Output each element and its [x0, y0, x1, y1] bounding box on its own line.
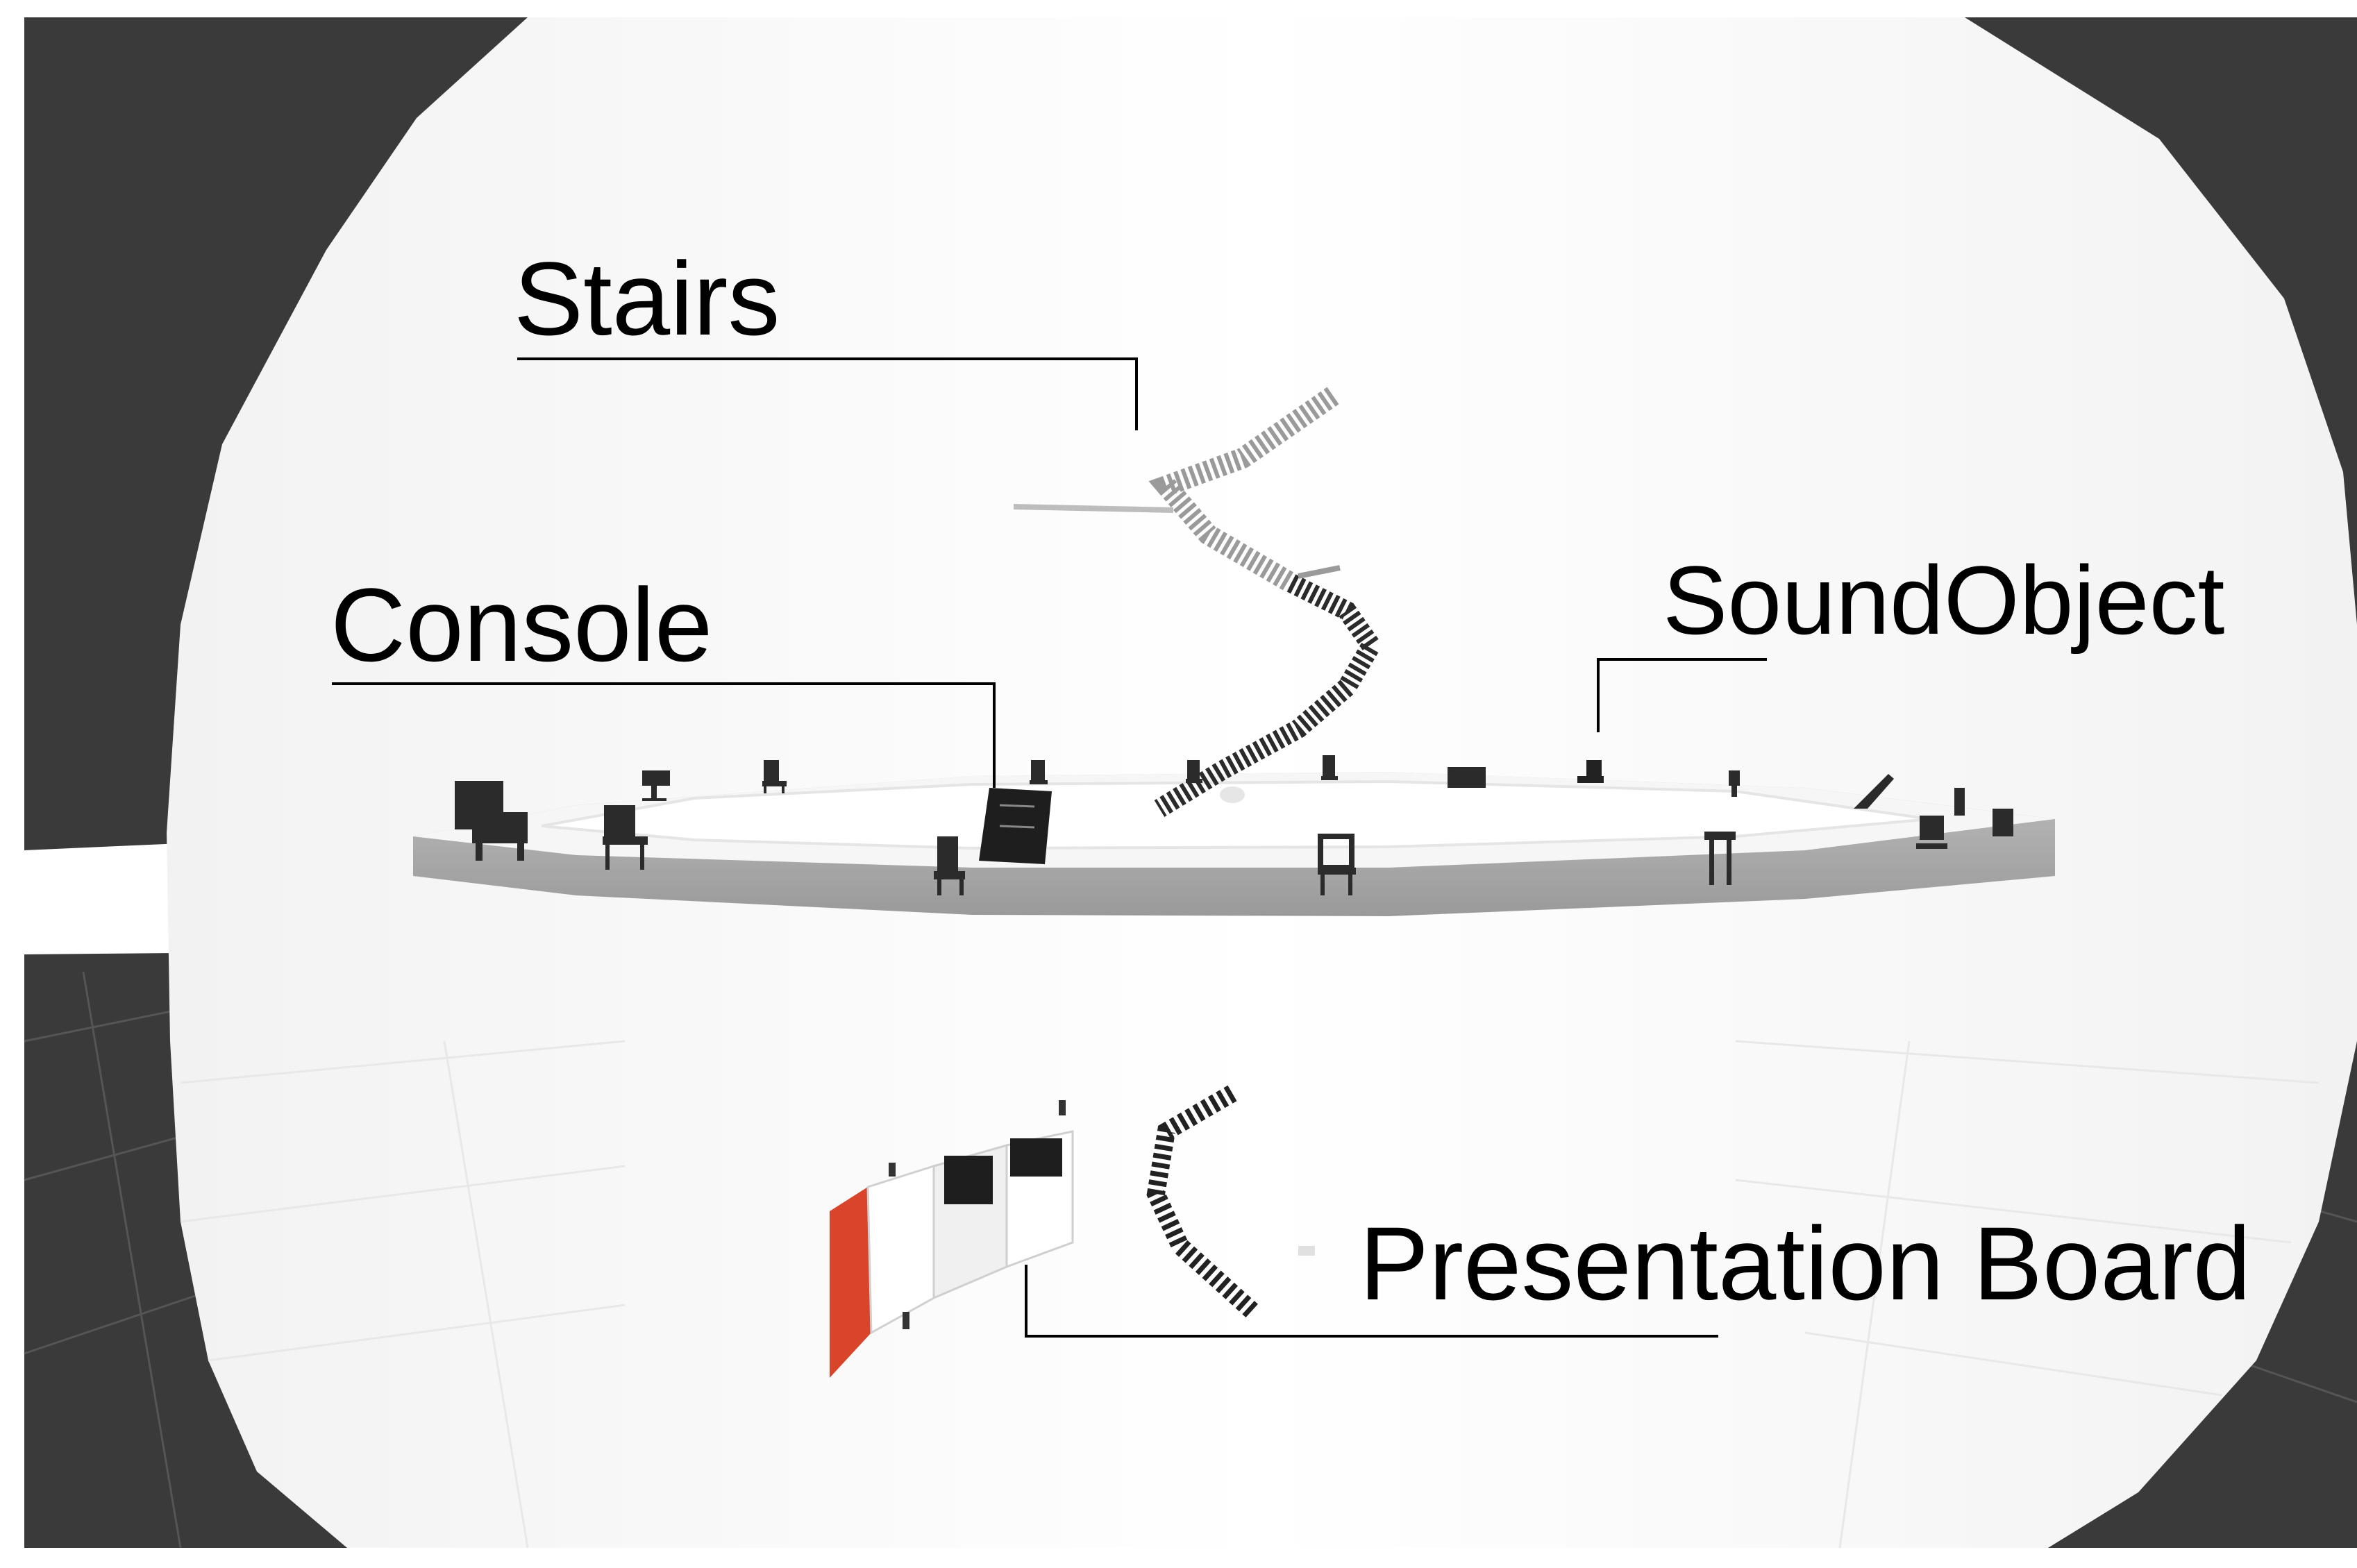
- chair-icon: [642, 770, 670, 801]
- chair-icon: [603, 805, 648, 870]
- sound-object-leader-line: [1597, 658, 1767, 732]
- floor-tiles: [180, 1040, 2320, 1549]
- chair-icon: [1854, 774, 1894, 809]
- sound-object-label: SoundObject: [1663, 546, 2225, 655]
- chair-icon: [455, 781, 528, 861]
- presentation-board-leader-line: [1025, 1265, 1718, 1338]
- ring-platform: [413, 772, 2055, 916]
- chair-icon: [1704, 832, 1736, 885]
- chair-icon: [1318, 834, 1356, 895]
- chair-icon: [1993, 809, 2013, 836]
- chair-icon: [1729, 770, 1740, 797]
- sound-object-icon: [1577, 760, 1604, 783]
- chair-icon: [1321, 755, 1338, 780]
- chair-icon: [1030, 760, 1048, 784]
- chairs: [455, 755, 2013, 895]
- stairs-icon: [1013, 387, 1383, 817]
- console-label: Console: [330, 566, 713, 683]
- chair-icon: [934, 836, 965, 895]
- presentation-board-label: Presentation Board: [1359, 1205, 2251, 1322]
- chair-icon: [762, 760, 787, 793]
- stairs-leader-line: [517, 357, 1138, 430]
- chair-icon: [1954, 788, 1965, 816]
- presentation-board-icon: [830, 1085, 1315, 1378]
- console-leader-line: [332, 682, 996, 788]
- chair-icon: [1186, 760, 1202, 783]
- chair-icon: [1448, 767, 1486, 788]
- chair-icon: [1916, 816, 1947, 849]
- leader-lines: [332, 357, 1767, 1338]
- console-icon: [979, 788, 1052, 864]
- stairs-label: Stairs: [514, 240, 780, 357]
